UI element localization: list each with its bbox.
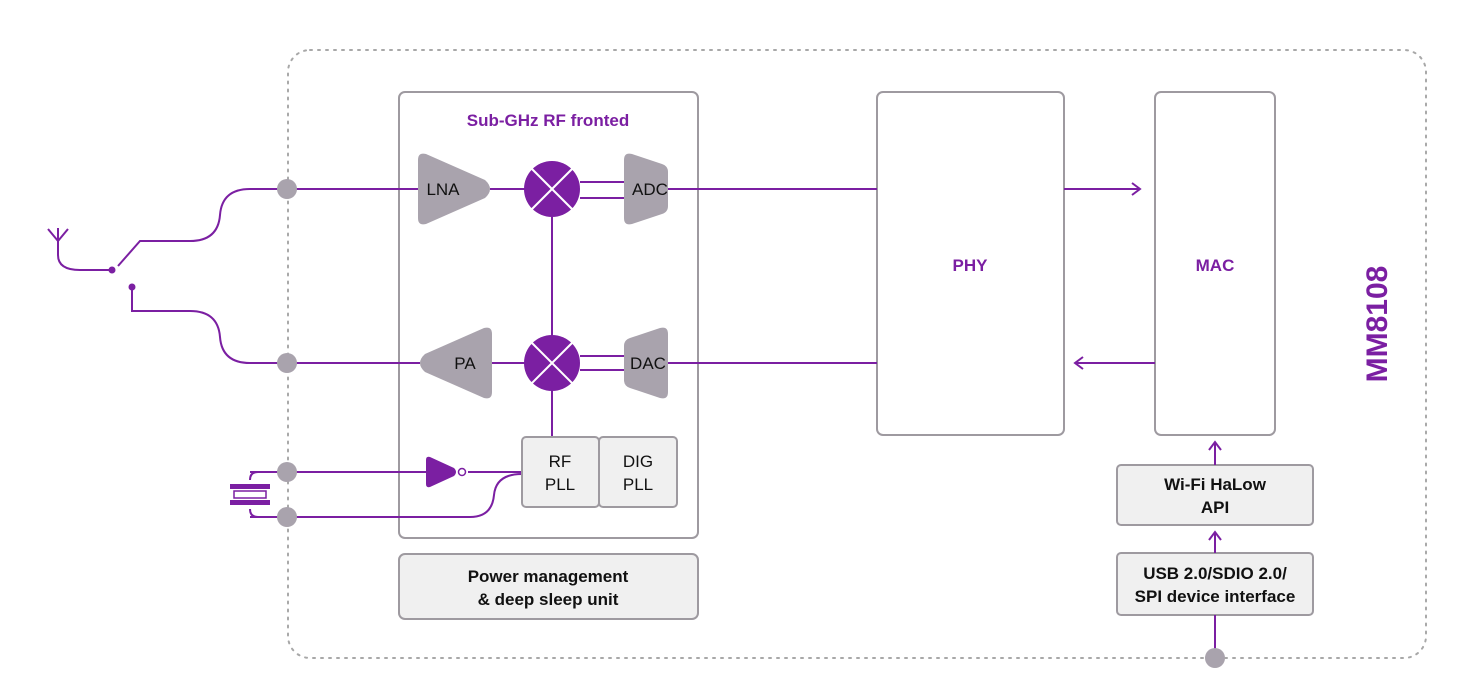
pin-xtal-2	[277, 507, 297, 527]
crystal-icon	[230, 484, 270, 505]
rf-frontend-title: Sub-GHz RF fronted	[467, 111, 629, 130]
pin-rx	[277, 179, 297, 199]
adc-block	[624, 153, 668, 225]
chip-label: MM8108	[1361, 266, 1394, 383]
oscillator-buffer-icon	[426, 456, 467, 488]
phy-label: PHY	[953, 256, 989, 275]
rf-frontend-box	[398, 91, 699, 539]
rf-pll-box	[521, 436, 600, 508]
pa-label: PA	[454, 354, 476, 373]
pin-tx	[277, 353, 297, 373]
rf-pll-line2: PLL	[545, 475, 575, 494]
switch-contact-dot	[128, 283, 136, 291]
dig-pll-line1: DIG	[623, 452, 653, 471]
rx-mixer-icon	[524, 161, 580, 217]
dig-pll-line2: PLL	[623, 475, 653, 494]
phy-box	[876, 91, 1065, 436]
pin-xtal-1	[277, 462, 297, 482]
lna-amplifier	[418, 153, 490, 225]
device-interface-line2: SPI device interface	[1135, 587, 1296, 606]
power-management-label-line2: & deep sleep unit	[478, 590, 619, 609]
lna-label: LNA	[426, 180, 460, 199]
signal-lines	[47, 181, 1222, 658]
power-management-box	[398, 553, 699, 620]
switch-contact-dot	[108, 266, 116, 274]
rf-pll-line1: RF	[549, 452, 572, 471]
tx-mixer-icon	[524, 335, 580, 391]
wifi-halow-api-line1: Wi-Fi HaLow	[1164, 475, 1267, 494]
power-management-label-line1: Power management	[468, 567, 629, 586]
dac-label: DAC	[630, 354, 666, 373]
wifi-halow-api-line2: API	[1201, 498, 1229, 517]
dac-block	[624, 327, 668, 399]
pa-amplifier	[420, 327, 492, 399]
device-interface-line1: USB 2.0/SDIO 2.0/	[1143, 564, 1287, 583]
pin-host-interface	[1205, 648, 1225, 668]
adc-label: ADC	[632, 180, 668, 199]
mac-box	[1154, 91, 1276, 436]
mac-label: MAC	[1196, 256, 1235, 275]
dig-pll-box	[598, 436, 678, 508]
